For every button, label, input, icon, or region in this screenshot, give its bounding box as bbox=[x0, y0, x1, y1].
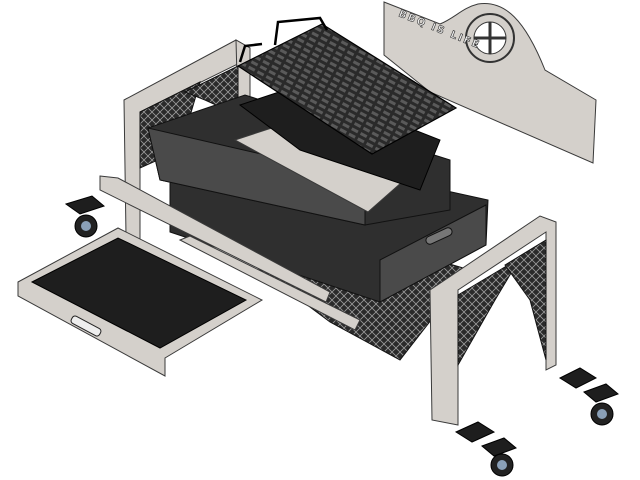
firebox bbox=[147, 84, 451, 226]
caster-left bbox=[64, 195, 106, 238]
caster-right-front bbox=[454, 421, 517, 477]
front-rail bbox=[99, 175, 331, 303]
caster-right-rear bbox=[558, 367, 619, 426]
ash-drawer bbox=[17, 227, 264, 377]
drawer-handle-icon bbox=[70, 315, 102, 337]
cooking-grate bbox=[236, 16, 458, 155]
cross-bar bbox=[178, 235, 361, 331]
right-leg-frame bbox=[429, 215, 557, 426]
